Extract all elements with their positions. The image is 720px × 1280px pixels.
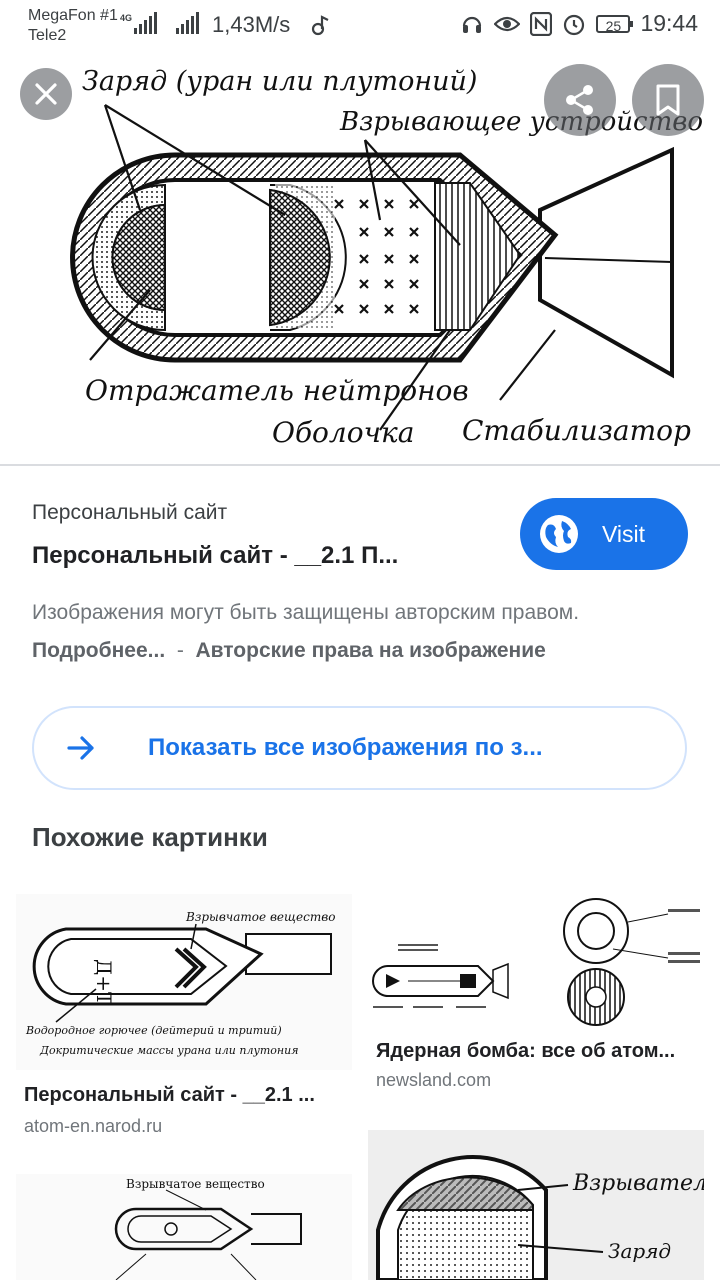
close-button[interactable] xyxy=(20,68,72,120)
bookmark-icon xyxy=(656,84,680,116)
alarm-icon xyxy=(564,14,585,35)
eye-icon xyxy=(494,16,521,31)
signal-2-icon xyxy=(176,12,199,34)
show-all-button[interactable]: Показать все изображения по з... xyxy=(32,706,687,790)
related-thumbnail: Д+Т Взрывчатое вещество Водородное горюч… xyxy=(16,894,352,1070)
related-source-1[interactable]: atom-en.narod.ru xyxy=(24,1116,163,1136)
carrier-1: MegaFon #1 xyxy=(28,7,118,24)
network-speed: 1,43M/s xyxy=(212,12,291,37)
related-image-4[interactable]: Взрыватель Заряд xyxy=(368,1130,704,1280)
carrier-info: MegaFon #1 Tele2 xyxy=(28,6,118,46)
img-label-masses: Докритические массы урана или плутония xyxy=(39,1044,299,1057)
copyright-notice: Изображения могут быть защищены авторски… xyxy=(32,594,697,670)
more-link[interactable]: Подробнее... xyxy=(32,639,166,662)
related-source-2[interactable]: newsland.com xyxy=(376,1070,492,1090)
network-type: 4G xyxy=(120,13,132,23)
img-label-explosive-3: Взрывчатое вещество xyxy=(126,1177,265,1191)
nfc-icon xyxy=(530,11,553,36)
img-label-explosive: Взрывчатое вещество xyxy=(185,910,335,924)
label-charge: Заряд (уран или плутоний) xyxy=(82,66,477,97)
status-bar: MegaFon #1 Tele2 4G 1,43M/s xyxy=(0,0,720,56)
related-thumbnail xyxy=(368,894,704,1026)
arrow-right-icon xyxy=(67,736,94,760)
headphones-icon xyxy=(463,16,482,33)
divider xyxy=(0,464,720,466)
share-icon xyxy=(566,85,593,115)
related-heading: Похожие картинки xyxy=(32,822,268,852)
related-image-2[interactable] xyxy=(368,894,704,1026)
related-thumbnail: Взрыватель Заряд xyxy=(368,1130,704,1280)
site-name[interactable]: Персональный сайт xyxy=(32,501,228,524)
img-label-fuel: Водородное горючее (дейтерий и тритий) xyxy=(25,1024,282,1037)
related-image-1[interactable]: Д+Т Взрывчатое вещество Водородное горюч… xyxy=(16,894,352,1070)
carrier-2: Tele2 xyxy=(28,27,67,44)
show-all-label: Показать все изображения по з... xyxy=(148,734,543,761)
related-title-2[interactable]: Ядерная бомба: все об атом... xyxy=(376,1040,676,1062)
signal-icon: 4G xyxy=(120,12,157,34)
globe-icon xyxy=(540,515,578,553)
close-icon xyxy=(35,83,57,105)
img-label-charge: Заряд xyxy=(608,1239,671,1263)
label-stabilizer: Стабилизатор xyxy=(462,414,691,447)
visit-button[interactable]: Visit xyxy=(520,498,688,570)
separator: - xyxy=(176,639,184,662)
dt-label: Д+Т xyxy=(92,959,116,1006)
share-button[interactable] xyxy=(544,64,616,136)
save-button[interactable] xyxy=(632,64,704,136)
page-title[interactable]: Персональный сайт - __2.1 П... xyxy=(32,542,399,569)
img-label-fuse: Взрыватель xyxy=(572,1171,704,1196)
related-title-1[interactable]: Персональный сайт - __2.1 ... xyxy=(24,1084,315,1106)
bomb-diagram: Заряд (уран или плутоний) Взрывающее уст… xyxy=(70,66,703,449)
label-shell: Оболочка xyxy=(272,416,414,449)
main-image[interactable]: Заряд (уран или плутоний) Взрывающее уст… xyxy=(0,0,720,465)
copyright-link[interactable]: Авторские права на изображение xyxy=(195,639,546,662)
label-reflector: Отражатель нейтронов xyxy=(85,374,469,407)
battery-icon: 25 xyxy=(596,14,634,34)
music-icon xyxy=(311,15,329,36)
visit-label: Visit xyxy=(602,520,646,547)
copyright-text: Изображения могут быть защищены авторски… xyxy=(32,601,580,624)
clock: 19:44 xyxy=(640,10,698,36)
status-icons: 25 19:44 xyxy=(460,10,698,37)
image-info: Персональный сайт Персональный сайт - __… xyxy=(32,498,502,570)
related-image-3[interactable]: Взрывчатое вещество xyxy=(16,1174,352,1280)
related-thumbnail: Взрывчатое вещество xyxy=(16,1174,352,1280)
